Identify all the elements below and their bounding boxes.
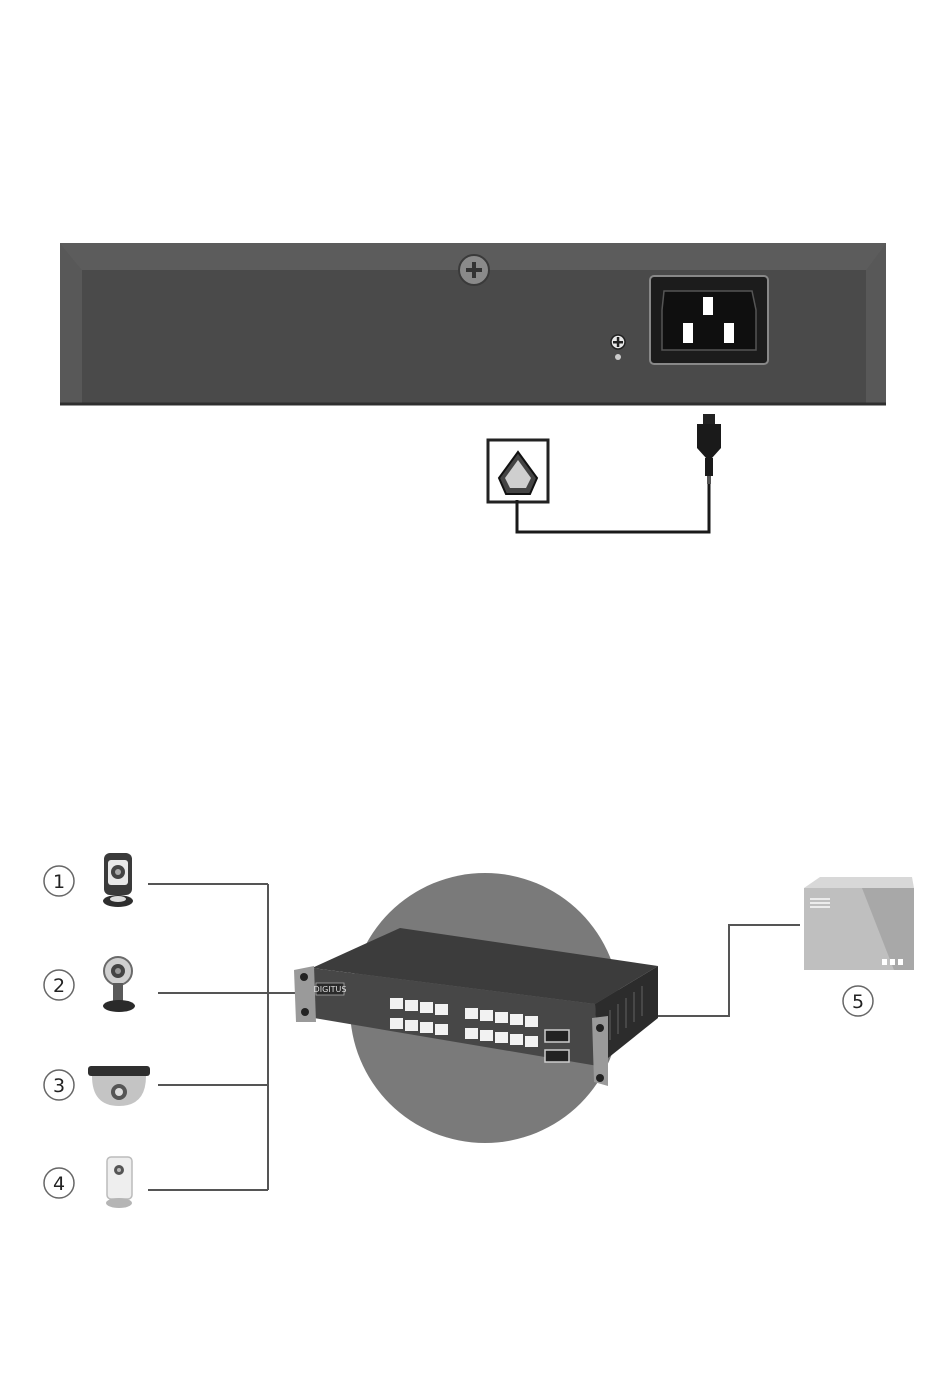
svg-text:5: 5 [852,991,864,1013]
badge-camera-4: 4 [44,1168,74,1198]
bullet-camera-icon[interactable] [103,957,135,1012]
power-diagram [60,243,886,532]
svg-text:1: 1 [53,871,65,893]
box-camera-icon[interactable] [103,853,133,907]
badge-camera-1: 1 [44,866,74,896]
topology-diagram: DIGITUS [44,853,914,1208]
panel-screw-icon [459,255,489,285]
cube-camera-icon[interactable] [106,1157,132,1208]
inlet-pin-ground [703,297,713,315]
badge-nvr: 5 [843,986,873,1016]
line-nvr [655,925,800,1016]
nvr-icon[interactable] [804,877,914,970]
wall-outlet-icon [488,440,548,502]
svg-text:4: 4 [53,1173,65,1195]
rear-panel-left-bevel [60,243,82,405]
dome-camera-icon[interactable] [88,1066,150,1106]
power-inlet-socket[interactable] [650,276,768,364]
badge-camera-2: 2 [44,970,74,1000]
power-plug-icon[interactable] [697,414,721,484]
svg-text:3: 3 [53,1075,65,1097]
inlet-pin-left [683,323,693,343]
badge-camera-3: 3 [44,1070,74,1100]
nvr-leds [882,959,903,965]
svg-text:2: 2 [53,975,65,997]
switch-brand-label: DIGITUS [314,985,347,994]
inlet-pin-right [724,323,734,343]
rear-panel-right-bevel [866,243,886,405]
